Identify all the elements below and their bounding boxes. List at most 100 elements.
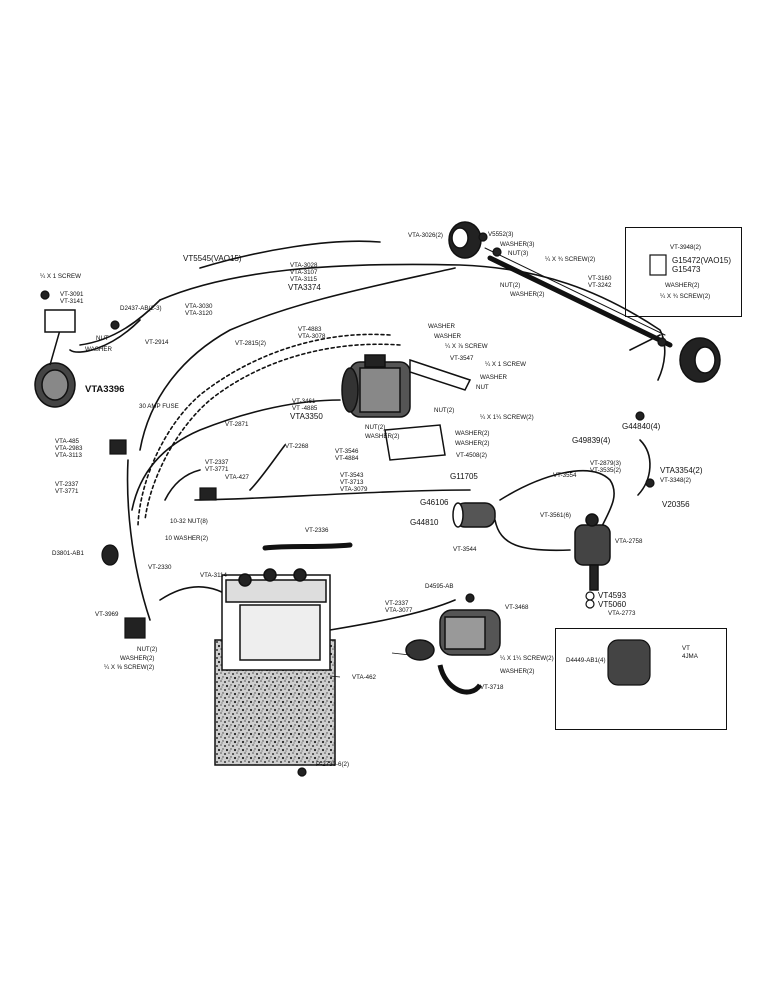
label-vta3030-1: VTA-3120: [185, 310, 213, 317]
label-vt2337b-1: VT-3771: [55, 488, 79, 495]
label-vt5545: VT5545(VAO15): [183, 254, 242, 263]
label-vta485-1: VTA-2983: [55, 445, 83, 452]
horn-relay: [124, 617, 146, 639]
label-vt2914: VT-2914: [145, 339, 169, 346]
inset-box-distributor-cap: [555, 628, 727, 730]
label-vta3354-0: VTA3354(2): [660, 466, 703, 475]
label-vt2268: VT-2268: [285, 443, 309, 450]
label-washer-tl: WASHER: [85, 346, 112, 353]
battery: [214, 568, 336, 766]
label-vt2879-1: VT-3535(2): [590, 467, 621, 474]
label-g44810: G44810: [410, 518, 439, 527]
label-vta3114: VTA-3114: [200, 572, 227, 579]
label-vt4883-0: VT-4883: [298, 326, 322, 333]
label-vt2879-0: VT-2879(3): [590, 460, 621, 467]
label-g49839: G49839(4): [572, 436, 611, 445]
label-v5552: V5552(3): [488, 231, 514, 238]
inset-box-headlight-bracket: [625, 227, 742, 317]
label-vt3091-0: VT-3091: [60, 291, 84, 298]
label-g11705: G11705: [450, 472, 478, 481]
label-vta485-2: VTA-3113: [55, 452, 82, 459]
label-nut2-l: NUT(2): [137, 646, 158, 653]
label-cap-part-1: 4ЈМА: [682, 653, 698, 660]
label-g15473: G15473: [672, 265, 701, 274]
label-washer2-l: WASHER(2): [120, 655, 155, 662]
label-washer2-mid: WASHER(2): [455, 430, 490, 437]
headlight-left: [34, 309, 76, 408]
label-vt3543-2: VTA-3079: [340, 486, 368, 493]
label-vt3561: VT-3561(6): [540, 512, 571, 519]
label-nut-mid: NUT: [476, 384, 489, 391]
label-screw-mid: ¼ X ⅞ SCREW: [445, 343, 488, 350]
label-vta427: VTA-427: [225, 474, 249, 481]
main-harness-wire: [199, 240, 381, 269]
label-washer10: 10 WASHER(2): [165, 535, 209, 542]
label-washer2-b: WASHER(2): [365, 433, 400, 440]
label-vt4883-1: VTA-3078: [298, 333, 326, 340]
label-nut3: NUT(3): [508, 250, 529, 257]
label-vt2871: VT-2871: [225, 421, 249, 428]
label-washer-mid2: WASHER: [434, 333, 461, 340]
label-screw-mid2: ¼ X 1 SCREW: [485, 361, 526, 368]
label-vt3091-1: VT-3141: [60, 298, 84, 305]
label-nut10: 10-32 NUT(8): [170, 518, 208, 525]
label-vt3461-0: VT-3461: [292, 398, 316, 405]
label-vt3242: VT-3242: [588, 282, 612, 289]
label-screw-mid3: ¼ X 1¼ SCREW(2): [480, 414, 534, 421]
label-vt3547: VT-3547: [450, 355, 474, 362]
label-vt3160: VT-3160: [588, 275, 612, 282]
label-vt3554: VT-3554: [553, 472, 577, 479]
label-g46106: G46106: [420, 498, 449, 507]
label-p2730: P-2730-6(2): [316, 761, 350, 768]
label-vt3546-1: VT-4884: [335, 455, 359, 462]
label-vt2815: VT-2815(2): [235, 340, 266, 347]
label-vta462: VTA-462: [352, 674, 376, 681]
label-vt3546-0: VT-3546: [335, 448, 359, 455]
label-vta2758: VTA-2758: [615, 538, 643, 545]
label-d3801: D3801-AB1: [52, 550, 84, 557]
light-switch: [109, 439, 127, 455]
ignition-switch: [199, 487, 217, 501]
label-washer2-inset: WASHER(2): [665, 282, 700, 289]
label-washer-mid: WASHER: [428, 323, 455, 330]
cap-inset-part: [607, 639, 651, 686]
label-vt3718: VT-3718: [480, 684, 504, 691]
label-vta-group1-2: VTA-3115: [290, 276, 317, 283]
label-vta-group1-3: VTA3374: [288, 283, 321, 292]
label-d2437: D2437-AB(2-3): [120, 305, 162, 312]
label-washer2-mid2: WASHER(2): [455, 440, 490, 447]
regulator-bracket: [384, 424, 446, 461]
label-cap-part-0: VT: [682, 645, 690, 652]
label-washer3: WASHER(3): [500, 241, 535, 248]
label-g44840: G44840(4): [622, 422, 661, 431]
label-v20356: V20356: [662, 500, 690, 509]
ignition-coil: [452, 502, 496, 528]
label-vta485-0: VTA-485: [55, 438, 79, 445]
label-amp-fuse: 30 AMP FUSE: [139, 403, 179, 410]
starter-motor: [405, 609, 501, 695]
ammeter-gauge: [101, 544, 119, 566]
label-washer-mid3: WASHER: [480, 374, 507, 381]
label-screw-top: ¼ X ¾ SCREW(2): [545, 256, 596, 263]
label-vt2337b-0: VT-2337: [55, 481, 79, 488]
label-vta-group1-1: VTA-3107: [290, 269, 318, 276]
label-nut2-mid: NUT(2): [434, 407, 455, 414]
label-vt4593: VT4593: [598, 591, 627, 600]
label-screw-l: ¼ X ⅝ SCREW(2): [104, 664, 155, 671]
label-vt3543-1: VT-3713: [340, 479, 364, 486]
label-vt3969: VT-3969: [95, 611, 119, 618]
label-vt2337c-0: VT-2337: [385, 600, 409, 607]
label-d4595: D4595-AB: [425, 583, 454, 590]
label-vt2337a-0: VT-2337: [205, 459, 229, 466]
label-vt2337c-1: VTA-3077: [385, 607, 413, 614]
label-vt4508: VT-4508(2): [456, 452, 487, 459]
label-vt2330: VT-2330: [148, 564, 172, 571]
label-nut-tl: NUT: [96, 335, 109, 342]
label-d4449: D4449-AB1(4): [566, 657, 606, 664]
label-vt3544: VT-3544: [453, 546, 477, 553]
label-vt2336: VT-2336: [305, 527, 329, 534]
label-nut2-top: NUT(2): [500, 282, 521, 289]
label-vt5060: VT5060: [598, 600, 627, 609]
label-g15472: G15472(VAO15): [672, 256, 731, 265]
